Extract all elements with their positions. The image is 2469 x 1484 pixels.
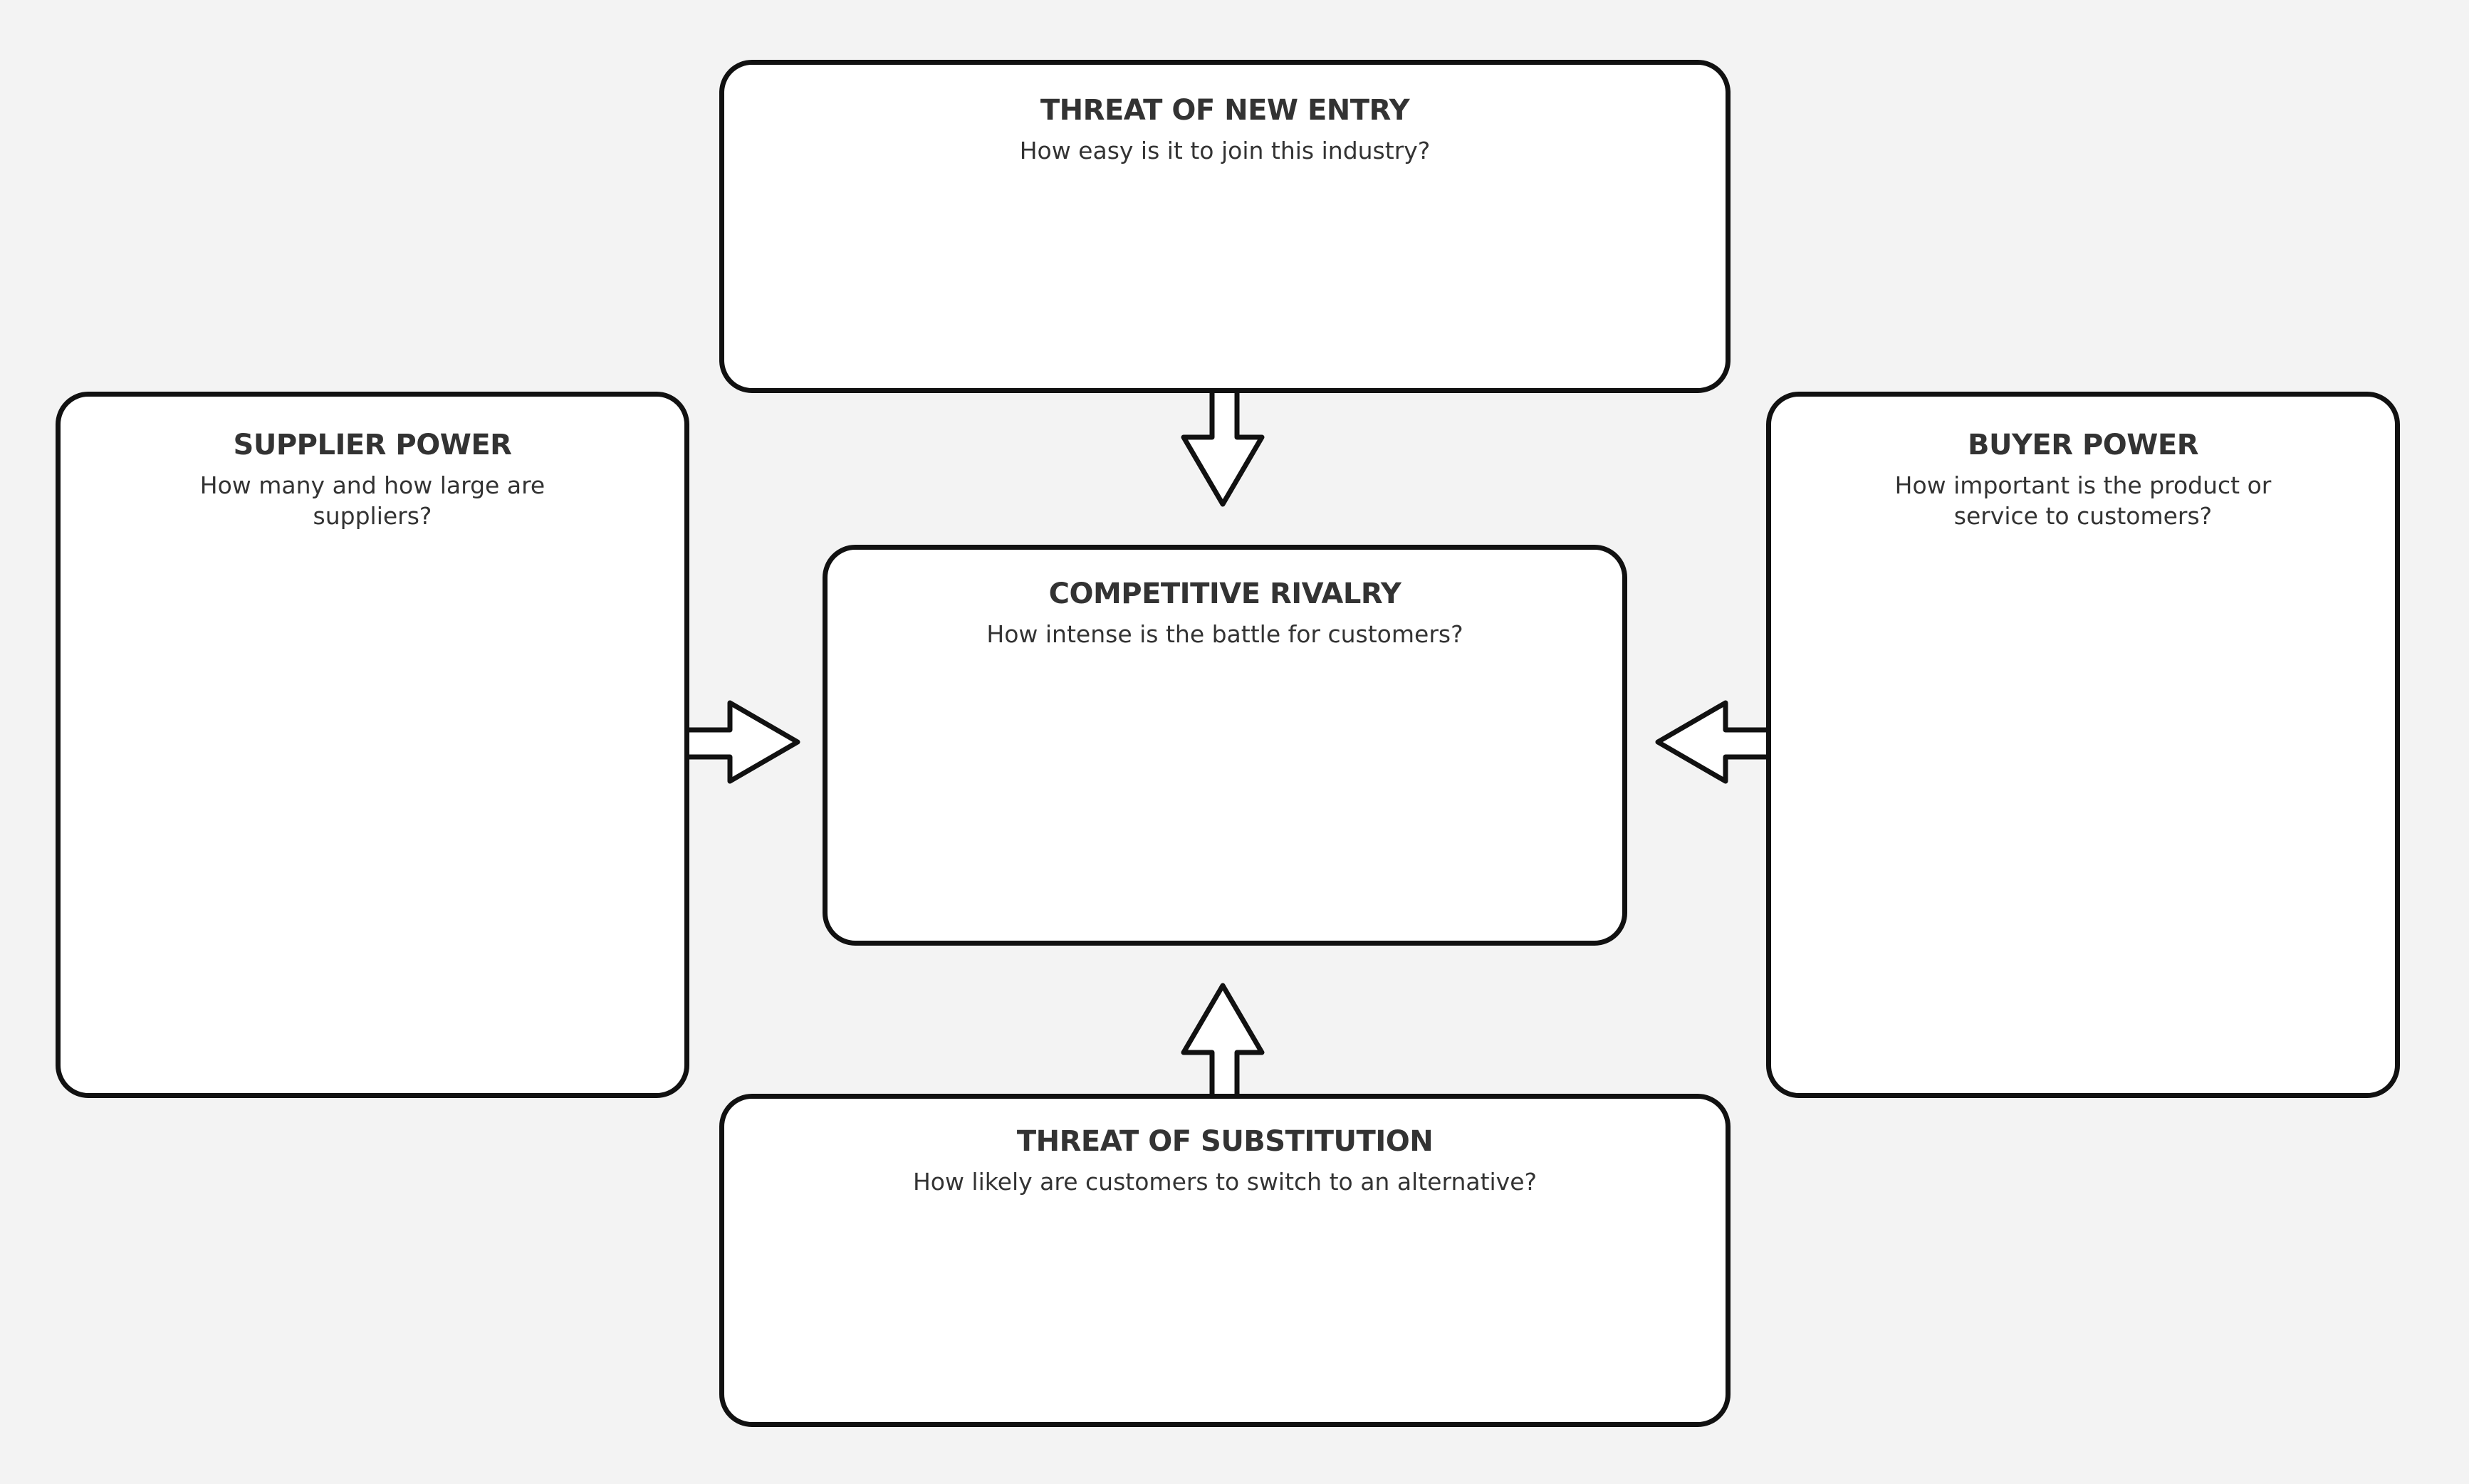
threat-of-substitution-question: How likely are customers to switch to an…: [912, 1168, 1538, 1196]
arrow-down-new-entry-to-rivalry: [1181, 387, 1265, 507]
threat-of-substitution-box: THREAT OF SUBSTITUTION How likely are cu…: [719, 1094, 1731, 1427]
buyer-power-box: BUYER POWER How important is the product…: [1766, 392, 2400, 1098]
supplier-power-title: SUPPLIER POWER: [233, 429, 512, 461]
arrow-up-substitution-to-rivalry: [1181, 983, 1265, 1099]
threat-of-new-entry-question: How easy is it to join this industry?: [1019, 137, 1431, 164]
supplier-power-box: SUPPLIER POWER How many and how large ar…: [56, 392, 689, 1098]
buyer-power-title: BUYER POWER: [1967, 429, 2199, 461]
threat-of-substitution-title: THREAT OF SUBSTITUTION: [1016, 1125, 1434, 1158]
threat-of-new-entry-title: THREAT OF NEW ENTRY: [1040, 94, 1410, 127]
supplier-power-question: How many and how large are suppliers?: [199, 471, 546, 530]
arrow-right-supplier-to-rivalry: [684, 700, 800, 784]
arrow-left-buyer-to-rivalry: [1655, 700, 1772, 784]
buyer-power-question: How important is the product or service …: [1894, 471, 2272, 530]
competitive-rivalry-title: COMPETITIVE RIVALRY: [1048, 578, 1401, 610]
threat-of-new-entry-box: THREAT OF NEW ENTRY How easy is it to jo…: [719, 60, 1731, 393]
competitive-rivalry-box: COMPETITIVE RIVALRY How intense is the b…: [823, 545, 1627, 946]
competitive-rivalry-question: How intense is the battle for customers?: [986, 620, 1463, 648]
